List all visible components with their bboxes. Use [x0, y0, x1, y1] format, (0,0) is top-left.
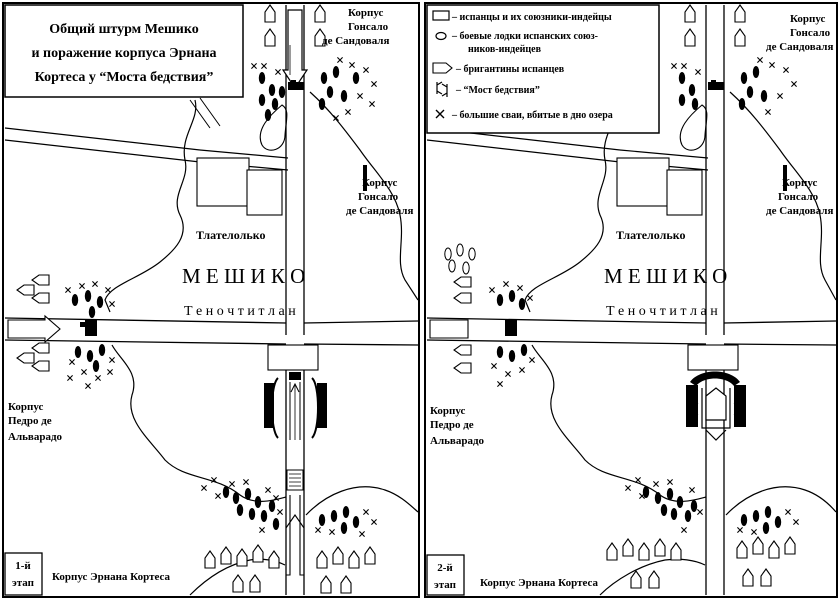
legend-label-brigantines: – бригантины испанцев: [455, 64, 565, 75]
alvarado-corps: [7, 314, 97, 344]
cortes-label: Корпус Эрнана Кортеса: [480, 577, 599, 589]
city-label: М Е Ш И К О: [182, 264, 305, 288]
stage-badge: [426, 554, 465, 596]
stage-1-map: Общий штурм Мешико и поражение корпуса Э…: [2, 2, 420, 598]
causeway-northwest: [4, 127, 201, 163]
sandoval-label-5: Гонсало: [358, 191, 399, 203]
tlatelolco-label: Тлателолько: [616, 228, 685, 242]
tlatelolco-temple: [196, 157, 250, 207]
island-shoreline-east: [309, 91, 419, 301]
sandoval-label-4: Корпус: [362, 177, 398, 189]
sandoval-label-2: Гонсало: [348, 21, 389, 33]
causeway-west-east: [4, 317, 419, 346]
sandoval-label-3: де Сандоваля: [766, 41, 833, 53]
stage-number: 2-й: [437, 562, 453, 574]
sandoval-label-1: Корпус: [790, 13, 826, 25]
ellipse-icon: [435, 31, 447, 41]
legend-label-piles: – большие сваи, вбитые в дно озера: [451, 110, 613, 121]
sandoval-label-6: де Сандоваля: [346, 205, 413, 217]
stage-number: 1-й: [15, 560, 31, 572]
title-box: [4, 4, 244, 98]
shoreline-southeast: [305, 486, 419, 516]
brigantine-icon: [432, 62, 453, 74]
tenochtitlan-label: Т е н о ч т и т л а н: [606, 304, 718, 319]
tlatelolco-label: Тлателолько: [196, 228, 265, 242]
cortes-corps-encircled: [686, 371, 746, 441]
legend-label-bridge: – “Мост бедствия”: [455, 85, 540, 96]
city-label: М Е Ш И К О: [604, 264, 727, 288]
sandoval-label-1: Корпус: [348, 7, 384, 19]
sandoval-label-5: Гонсало: [778, 191, 819, 203]
stage-word: этап: [12, 577, 35, 589]
broken-bridge-icon: [436, 81, 448, 97]
legend: – испанцы и их союзники-индейцы – боевые…: [426, 4, 660, 134]
tenochtitlan-label: Т е н о ч т и т л а н: [184, 304, 296, 319]
title-line-3: Кортеса у “Моста бедствия”: [35, 70, 214, 85]
alvarado-label-3: Альварадо: [430, 435, 485, 447]
alvarado-label-1: Корпус: [8, 401, 44, 413]
sandoval-label-2: Гонсало: [790, 27, 831, 39]
alvarado-label-2: Педро де: [8, 415, 52, 427]
cortes-label: Корпус Эрнана Кортеса: [52, 571, 171, 583]
sandoval-corps: [281, 9, 309, 90]
rectangle-icon: [432, 10, 450, 21]
legend-label-spaniards: – испанцы и их союзники-индейцы: [451, 12, 612, 23]
stage-word: этап: [434, 579, 457, 591]
legend-label-boats-1: – боевые лодки испанских союз-: [451, 31, 598, 42]
alvarado-label-3: Альварадо: [8, 431, 63, 443]
title-line-1: Общий штурм Мешико: [49, 22, 198, 37]
alvarado-label-1: Корпус: [430, 405, 466, 417]
legend-label-boats-2: ников-индейцев: [468, 44, 542, 55]
sandoval-label-6: де Сандоваля: [766, 205, 833, 217]
alvarado-label-2: Педро де: [430, 419, 474, 431]
cortes-corps-advance: [264, 372, 327, 576]
causeway-north-south: [285, 5, 305, 595]
stage-2-map: Корпус Гонсало де Сандоваля Корпус Гонса…: [424, 2, 838, 598]
stage-badge: [4, 552, 43, 596]
sandoval-label-4: Корпус: [782, 177, 818, 189]
sandoval-label-3: де Сандоваля: [322, 35, 389, 47]
cross-icon: [435, 109, 445, 119]
title-line-2: и поражение корпуса Эрнана: [31, 46, 216, 61]
